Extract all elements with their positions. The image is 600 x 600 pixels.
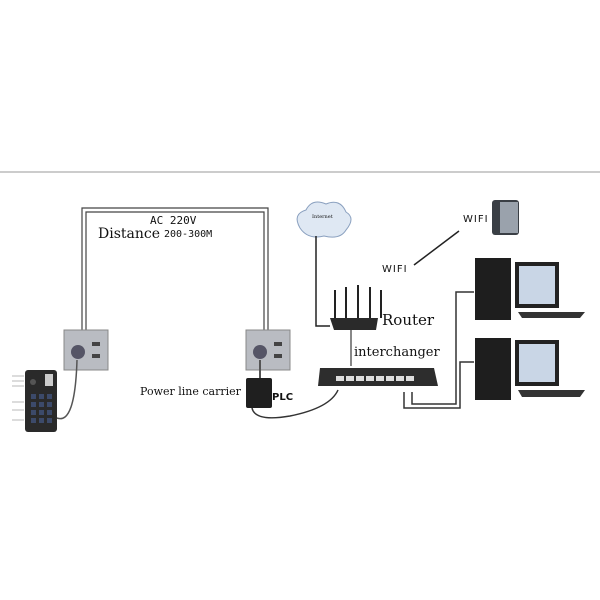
desktop-pc-2-icon xyxy=(475,338,585,400)
interchanger-label: interchanger xyxy=(354,345,440,360)
router-label: Router xyxy=(382,311,435,329)
ac-voltage-label: AC 220V xyxy=(150,214,197,227)
pc2-cable xyxy=(403,361,474,409)
plc-label: PLC xyxy=(272,392,294,403)
wifi-link xyxy=(413,230,460,266)
distance-range-label: 200-300M xyxy=(164,229,213,240)
door-intercom-keypad xyxy=(12,370,57,432)
wifi-router-label: WIFI xyxy=(382,264,408,275)
ac-wire xyxy=(81,207,269,332)
internet-cable xyxy=(315,236,330,327)
network-switch-icon xyxy=(318,368,438,386)
pc1-cable xyxy=(411,291,474,405)
internet-label: Internet xyxy=(312,214,333,220)
smartphone-icon xyxy=(492,200,519,235)
plc-cable xyxy=(251,389,339,419)
internet-cloud-icon xyxy=(296,201,352,238)
wall-socket-left xyxy=(63,329,109,371)
wall-socket-right xyxy=(245,329,291,371)
intercom-cable xyxy=(56,359,78,420)
power-line-carrier-label: Power line carrier xyxy=(140,385,241,398)
router-icon xyxy=(330,285,382,330)
plc-adapter xyxy=(246,360,272,408)
distance-label: Distance xyxy=(98,226,161,242)
wifi-phone-label: WIFI xyxy=(463,214,489,225)
desktop-pc-1-icon xyxy=(475,258,585,320)
